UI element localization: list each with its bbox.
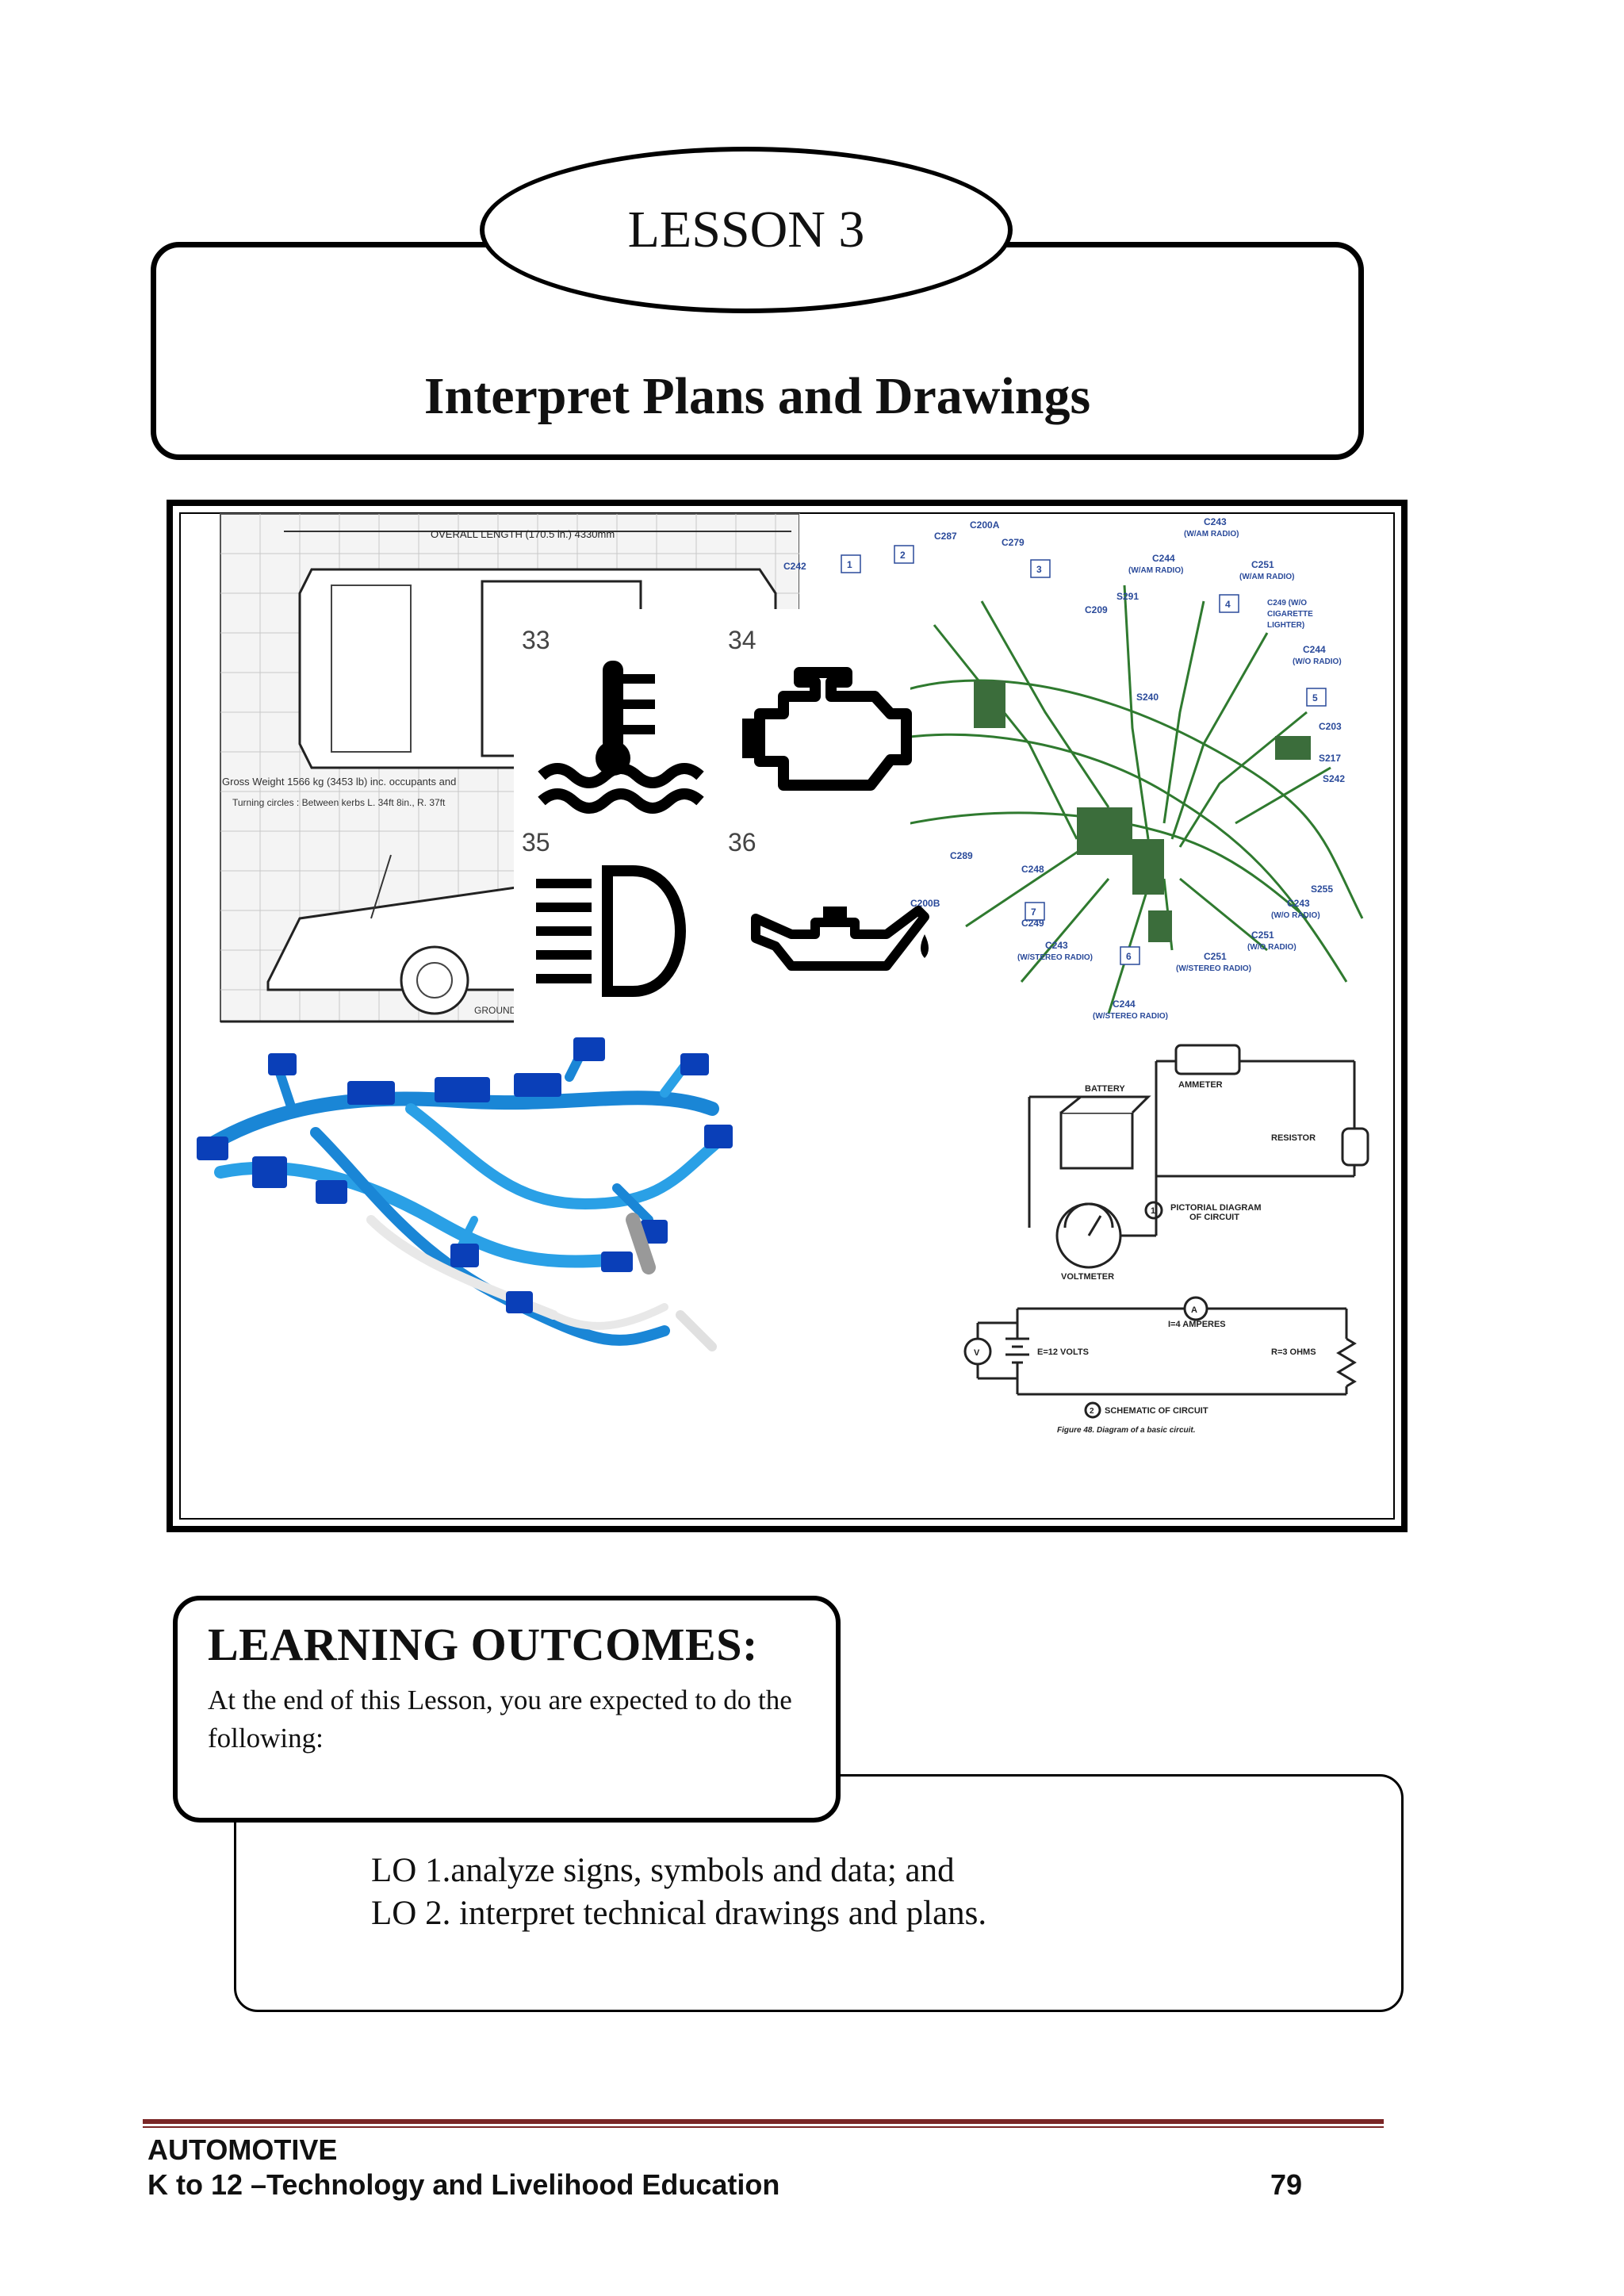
callout-number: 5 <box>1312 692 1318 703</box>
footer-subject: AUTOMOTIVE <box>147 2133 338 2166</box>
icon-number: 34 <box>728 626 756 654</box>
wiring-label: C243 <box>1045 940 1068 951</box>
learning-outcome-item: LO 1.analyze signs, symbols and data; an… <box>371 1852 955 1889</box>
check-engine-icon <box>742 667 912 791</box>
wiring-label: (W/AM RADIO) <box>1184 530 1239 539</box>
wiring-label: (W/O RADIO) <box>1293 657 1342 666</box>
callout-number: 1 <box>847 559 852 570</box>
wiring-label: C248 <box>1021 864 1044 875</box>
wiring-label: C243 <box>1204 516 1227 527</box>
wiring-label: (W/O RADIO) <box>1247 943 1297 952</box>
page-number: 79 <box>1270 2168 1303 2201</box>
svg-text:V: V <box>974 1348 980 1358</box>
schematic-label: SCHEMATIC OF CIRCUIT <box>1105 1406 1208 1416</box>
wiring-label: (W/AM RADIO) <box>1128 566 1183 575</box>
wiring-label: C287 <box>934 531 957 542</box>
wiring-harness-illustration <box>197 1037 733 1351</box>
wiring-label: CIGARETTE <box>1267 610 1313 619</box>
callout-number: 6 <box>1126 951 1132 962</box>
pictorial-diagram-label: PICTORIAL DIAGRAM <box>1170 1203 1262 1213</box>
wiring-label: C243 <box>1287 898 1310 909</box>
pictorial-diagram-label-2: OF CIRCUIT <box>1189 1213 1239 1222</box>
wiring-label: (W/AM RADIO) <box>1239 573 1294 581</box>
wiring-label: S291 <box>1116 591 1139 602</box>
current-label: I=4 AMPERES <box>1168 1320 1226 1329</box>
turning-circles-label: Turning circles : Between kerbs L. 34ft … <box>232 797 446 808</box>
wiring-label: C279 <box>1002 537 1025 548</box>
learning-outcome-item: LO 2. interpret technical drawings and p… <box>371 1895 987 1932</box>
wiring-label: LIGHTER) <box>1267 621 1304 630</box>
wiring-label: C244 <box>1152 553 1175 564</box>
footer-course: K to 12 –Technology and Livelihood Educa… <box>147 2168 780 2201</box>
ammeter-label: AMMETER <box>1178 1080 1223 1090</box>
battery-label: BATTERY <box>1085 1084 1125 1094</box>
footer-rule-thin <box>143 2126 1384 2128</box>
warning-icons-panel: 33 34 35 36 <box>514 609 929 1053</box>
wiring-label: S255 <box>1311 884 1333 895</box>
resistance-label: R=3 OHMS <box>1271 1347 1316 1357</box>
oil-pressure-icon <box>751 906 929 971</box>
wiring-label: C251 <box>1251 559 1274 570</box>
pictorial-number: 1 <box>1151 1206 1155 1216</box>
lesson-number-oval: LESSON 3 <box>480 147 1013 313</box>
wiring-label: (W/STEREO RADIO) <box>1176 964 1251 973</box>
callout-number: 4 <box>1225 599 1231 610</box>
coolant-temperature-icon <box>538 661 704 814</box>
callout-number: 2 <box>900 550 906 561</box>
icon-number: 35 <box>522 828 550 857</box>
wiring-label: C251 <box>1204 951 1227 962</box>
wiring-label: C209 <box>1085 604 1108 615</box>
basic-circuit-diagram: AMMETER RESISTOR BATTERY VOLTMETER 1 PIC… <box>963 1044 1369 1435</box>
learning-outcomes-heading: LEARNING OUTCOMES: <box>208 1619 758 1670</box>
wiring-label: S242 <box>1323 773 1345 784</box>
wiring-label: C242 <box>783 561 806 572</box>
footer-rule <box>143 2119 1384 2124</box>
icon-number: 36 <box>728 828 756 857</box>
headlight-icon <box>536 865 686 997</box>
wiring-label: C289 <box>950 850 973 861</box>
wiring-label: C249 (W/O <box>1267 599 1307 608</box>
icon-number: 33 <box>522 626 550 654</box>
wiring-label: C203 <box>1319 721 1342 732</box>
illustration-frame: OVERALL LENGTH (170.5 in.) 4330mm Gross … <box>167 500 1408 1532</box>
learning-outcomes-intro: At the end of this Lesson, you are expec… <box>208 1685 792 1754</box>
wiring-label: (W/STEREO RADIO) <box>1093 1012 1168 1021</box>
svg-text:A: A <box>1191 1305 1197 1315</box>
wiring-label: S240 <box>1136 692 1159 703</box>
circuit-figure-caption: Figure 48. Diagram of a basic circuit. <box>1057 1426 1196 1435</box>
wiring-label: (W/STEREO RADIO) <box>1017 953 1093 962</box>
ground-label: GROUND <box>474 1005 517 1016</box>
voltmeter-label: VOLTMETER <box>1061 1272 1114 1282</box>
wiring-label: C251 <box>1251 930 1274 941</box>
lesson-label: LESSON 3 <box>627 201 865 259</box>
wiring-label: C244 <box>1113 999 1136 1010</box>
illustration-collage: OVERALL LENGTH (170.5 in.) 4330mm Gross … <box>197 513 1370 1435</box>
callout-number: 3 <box>1036 564 1042 575</box>
wiring-label: (W/O RADIO) <box>1271 911 1320 920</box>
wiring-label: C244 <box>1303 644 1326 655</box>
overall-length-label: OVERALL LENGTH (170.5 in.) 4330mm <box>431 528 615 540</box>
schematic-number: 2 <box>1090 1407 1094 1416</box>
voltage-label: E=12 VOLTS <box>1037 1347 1089 1357</box>
lesson-title: Interpret Plans and Drawings <box>423 367 1091 425</box>
resistor-label: RESISTOR <box>1271 1133 1316 1143</box>
gross-weight-label: Gross Weight 1566 kg (3453 lb) inc. occu… <box>222 776 456 788</box>
learning-outcomes-header-box <box>173 1596 841 1823</box>
wiring-label: S217 <box>1319 753 1341 764</box>
wiring-label: C200A <box>970 519 1000 531</box>
callout-number: 7 <box>1031 907 1036 918</box>
